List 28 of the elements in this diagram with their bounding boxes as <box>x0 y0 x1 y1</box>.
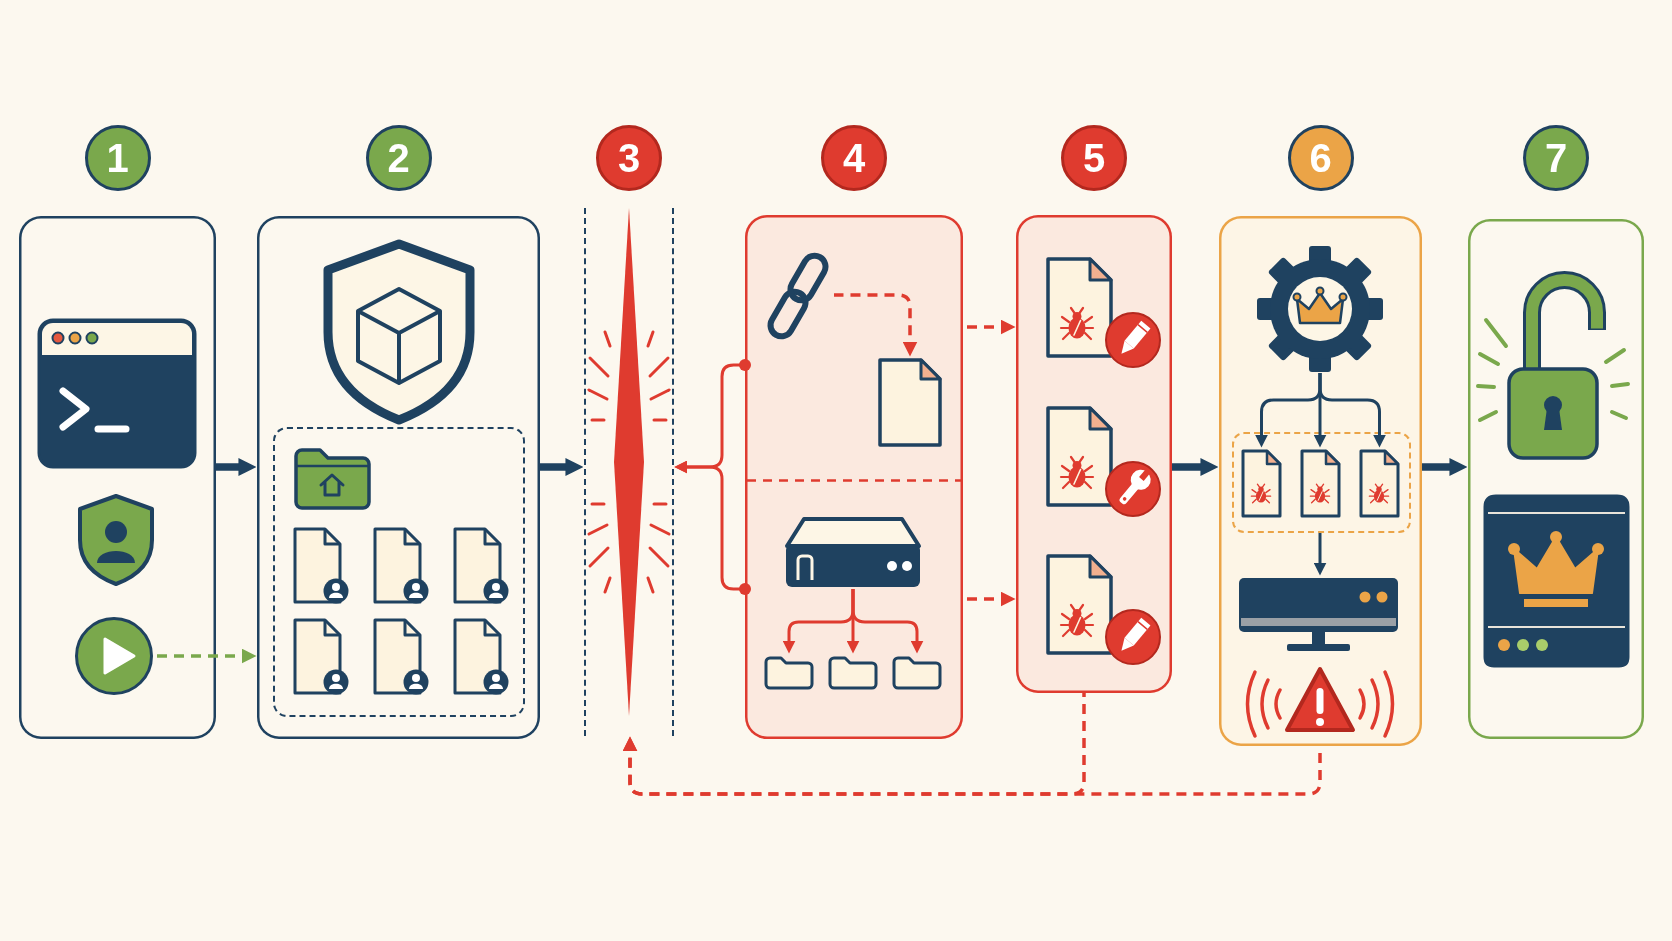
step-number: 6 <box>1287 125 1354 191</box>
play-icon <box>74 616 154 696</box>
arrow <box>674 460 751 595</box>
step-number: 4 <box>821 125 887 191</box>
dashed-arrow <box>834 293 918 357</box>
arrow <box>1172 458 1219 476</box>
folder-icon <box>891 654 943 691</box>
bug-file-icon <box>1240 448 1283 519</box>
arrow <box>1422 458 1468 476</box>
step-number: 5 <box>1061 125 1127 191</box>
bug-file-icon <box>1299 448 1342 519</box>
dashed-frame <box>1232 432 1411 533</box>
dashed-arrow <box>622 736 1322 796</box>
arrow <box>1318 373 1386 448</box>
step-number: 3 <box>596 125 662 191</box>
arrow <box>1313 533 1327 576</box>
server-icon <box>784 516 922 589</box>
step-number: 1 <box>84 125 151 191</box>
arrow <box>851 589 924 654</box>
file-icon <box>877 357 943 448</box>
monitor-icon <box>1237 576 1400 653</box>
bug-file-icon <box>1358 448 1401 519</box>
gear-crown-icon <box>1256 245 1384 373</box>
step-number: 2 <box>365 125 432 191</box>
folder-icon <box>763 654 815 691</box>
folder-icon <box>827 654 879 691</box>
step-number: 7 <box>1523 125 1589 191</box>
dashed-arrow <box>154 648 257 664</box>
